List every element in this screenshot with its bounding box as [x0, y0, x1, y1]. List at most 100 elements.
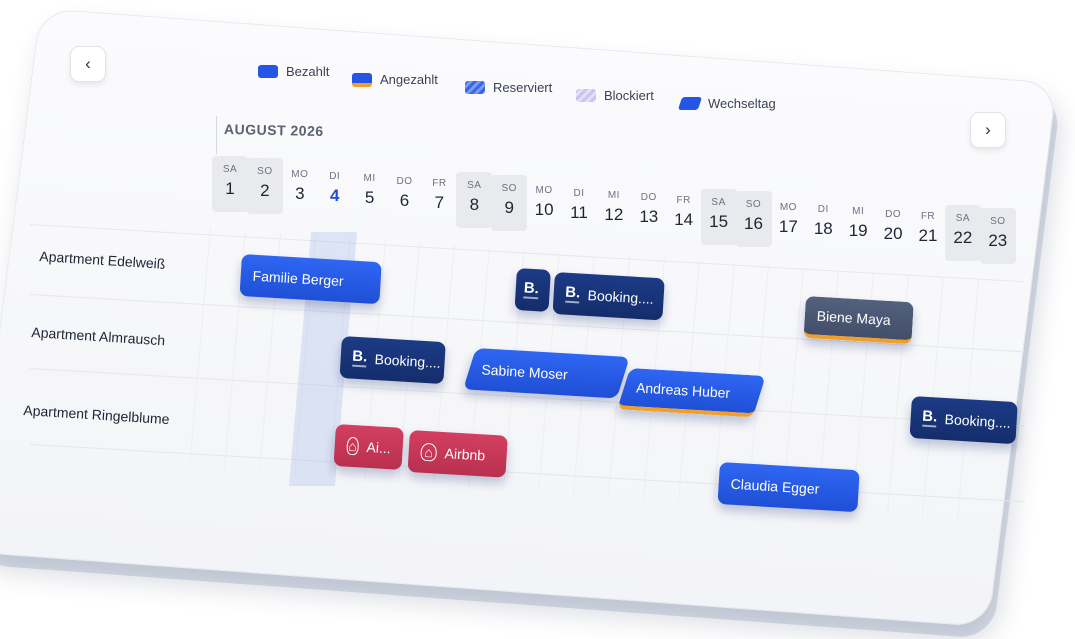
booking-com-icon: B.	[921, 407, 938, 428]
day-header[interactable]: MO 10	[526, 177, 562, 233]
day-number: 9	[504, 197, 514, 217]
day-of-week: DI	[573, 187, 585, 199]
day-of-week: DI	[817, 203, 829, 215]
booking-airbnb-short[interactable]: ⌂ Ai...	[333, 424, 404, 470]
booking-airbnb[interactable]: ⌂ Airbnb	[407, 430, 508, 478]
day-number: 18	[813, 218, 833, 238]
booking-com-booking-2[interactable]: B. Booking....	[339, 336, 446, 385]
day-number: 22	[953, 228, 973, 248]
day-number: 14	[674, 209, 694, 229]
legend-label: Angezahlt	[380, 72, 438, 87]
day-of-week: DI	[329, 171, 341, 183]
legend-label: Blockiert	[604, 88, 654, 103]
day-header[interactable]: MO 3	[282, 161, 318, 217]
day-header[interactable]: SO 23	[979, 207, 1016, 264]
booking-label: Booking....	[944, 410, 1012, 431]
day-number: 17	[778, 216, 798, 236]
day-number: 21	[918, 226, 938, 245]
day-of-week: SO	[990, 215, 1006, 227]
day-of-week: MO	[779, 201, 797, 213]
chevron-left-icon: ‹	[85, 54, 91, 73]
deposit-swatch-icon	[352, 72, 372, 87]
day-of-week: MO	[535, 185, 553, 197]
day-number: 5	[364, 188, 375, 208]
booking-label: Ai...	[366, 438, 392, 457]
legend-label: Reserviert	[493, 80, 553, 95]
booking-andreas-huber[interactable]: Andreas Huber	[617, 368, 766, 418]
next-month-button[interactable]: ›	[970, 112, 1006, 148]
legend-label: Bezahlt	[286, 64, 330, 79]
day-of-week: DO	[640, 192, 657, 204]
booking-com-icon: B.	[523, 279, 540, 300]
day-header[interactable]: SA 22	[944, 205, 981, 262]
day-of-week: FR	[676, 194, 691, 206]
day-of-week: MO	[291, 168, 309, 180]
day-number: 11	[570, 202, 588, 222]
day-number: 16	[744, 214, 763, 234]
calendar-stage: ‹ › Bezahlt Angezahlt Reserviert Blockie…	[0, 8, 1062, 639]
day-number: 23	[988, 230, 1008, 250]
day-header[interactable]: DO 13	[631, 184, 667, 240]
changeover-swatch-icon	[677, 97, 703, 110]
day-of-week: SO	[257, 166, 273, 178]
booking-claudia-egger[interactable]: Claudia Egger	[717, 462, 860, 513]
day-number: 4	[329, 186, 340, 206]
day-header[interactable]: SO 9	[491, 174, 528, 231]
day-header[interactable]: FR 7	[421, 170, 457, 226]
booking-com-small[interactable]: B.	[514, 268, 551, 312]
booking-label: Sabine Moser	[481, 361, 569, 383]
day-of-week: SA	[955, 213, 971, 225]
day-header[interactable]: DI 11	[561, 180, 597, 236]
month-title: AUGUST 2026	[223, 120, 324, 140]
prev-month-button[interactable]: ‹	[70, 46, 106, 82]
month-divider	[216, 116, 217, 154]
booking-label: Booking....	[587, 286, 655, 307]
booking-com-booking-3[interactable]: B. Booking....	[909, 396, 1018, 445]
day-header[interactable]: SO 2	[246, 158, 283, 215]
day-of-week: DO	[885, 208, 902, 220]
day-header[interactable]: MO 17	[770, 194, 806, 250]
paid-swatch-icon	[258, 65, 278, 78]
day-header[interactable]: SA 8	[456, 172, 493, 229]
booking-biene-maya[interactable]: Biene Maya	[803, 296, 914, 345]
airbnb-icon: ⌂	[420, 442, 438, 462]
day-of-week: SA	[222, 164, 238, 175]
booking-label: Booking....	[374, 350, 442, 371]
day-of-week: SO	[501, 182, 517, 194]
day-of-week: FR	[432, 178, 447, 190]
day-number: 13	[639, 207, 659, 227]
day-of-week: MI	[607, 189, 620, 201]
day-number: 3	[295, 183, 305, 203]
day-of-week: DO	[396, 175, 413, 187]
legend-bezahlt: Bezahlt	[258, 64, 329, 79]
day-number: 10	[534, 200, 554, 220]
day-number: 8	[469, 195, 480, 215]
day-of-week: MI	[852, 206, 865, 218]
day-of-week: SA	[467, 180, 482, 192]
booking-familie-berger[interactable]: Familie Berger	[239, 254, 382, 305]
day-header[interactable]: FR 14	[666, 187, 702, 243]
legend-label: Wechseltag	[708, 96, 776, 111]
chevron-right-icon: ›	[985, 120, 991, 139]
booking-label: Claudia Egger	[730, 475, 820, 497]
day-header[interactable]: DI 4	[317, 163, 353, 219]
booking-com-booking-1[interactable]: B. Booking....	[552, 272, 665, 321]
booking-label: Andreas Huber	[635, 379, 731, 401]
legend-angezahlt: Angezahlt	[352, 72, 438, 87]
day-header[interactable]: DI 18	[805, 196, 841, 252]
legend-reserviert: Reserviert	[465, 80, 552, 95]
booking-com-icon: B.	[351, 347, 368, 368]
day-number: 2	[260, 181, 270, 201]
day-number: 7	[434, 193, 445, 213]
airbnb-icon: ⌂	[346, 436, 360, 456]
booking-label: Familie Berger	[252, 267, 345, 290]
